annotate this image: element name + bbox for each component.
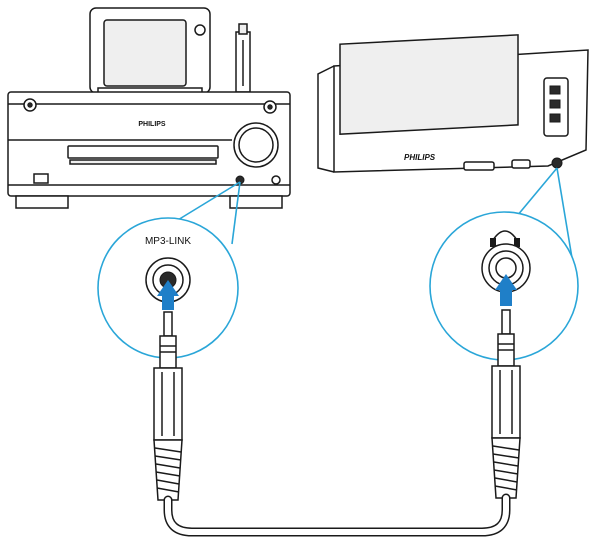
mp3-link-callout [97, 181, 241, 359]
insert-arrow-left-icon [157, 280, 179, 310]
right-plug [491, 309, 521, 499]
audio-cable [163, 493, 511, 537]
portable-player [317, 34, 589, 173]
micro-system [7, 7, 291, 209]
usb-stick [235, 23, 251, 93]
insert-arrow-right-icon [495, 274, 517, 306]
dock-display [89, 7, 211, 95]
mp3-link-label: MP3-LINK [145, 236, 191, 247]
player-brand-logo: PHILIPS [404, 153, 436, 162]
left-plug [153, 311, 183, 501]
headphone-icon [490, 230, 520, 247]
headphone-callout [429, 167, 579, 361]
main-unit [7, 91, 291, 209]
headphone-socket-icon [551, 157, 563, 169]
system-brand-logo: PHILIPS [138, 121, 166, 128]
